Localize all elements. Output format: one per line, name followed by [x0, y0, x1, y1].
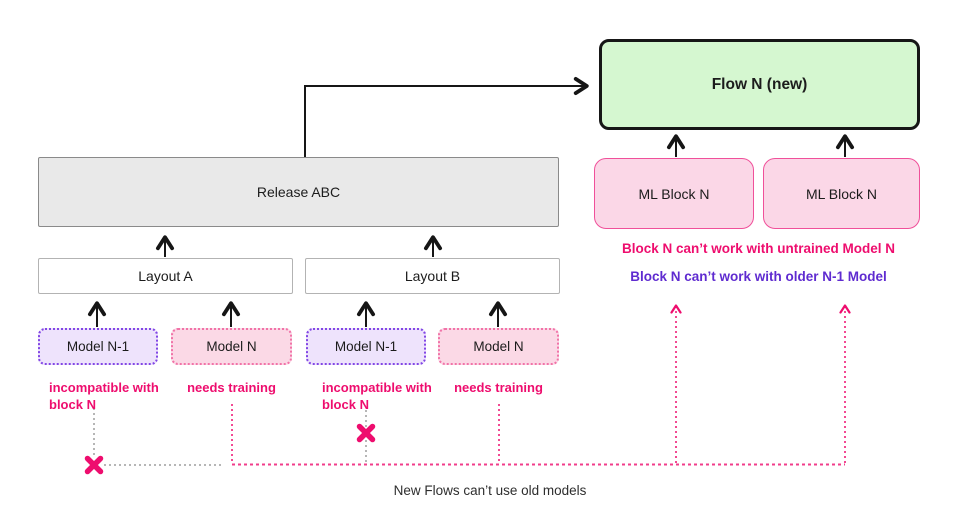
node-flow-n-new: Flow N (new): [599, 39, 920, 130]
node-release-abc: Release ABC: [38, 157, 559, 227]
node-layout-b: Layout B: [305, 258, 560, 294]
node-ml-block-1-label: ML Block N: [638, 185, 710, 202]
node-layout-b-label: Layout B: [404, 268, 461, 284]
node-layout-a-label: Layout A: [138, 268, 193, 284]
node-model-n1-a-label: Model N-1: [66, 339, 130, 354]
note-incompatible-a: incompatible with block N: [49, 380, 159, 412]
note-block-older: Block N can’t work with older N-1 Model: [630, 269, 887, 284]
node-model-n1-b: Model N-1: [306, 328, 426, 365]
note-needs-training-a: needs training: [187, 380, 276, 395]
node-ml-block-1: ML Block N: [594, 158, 754, 229]
node-layout-a: Layout A: [38, 258, 293, 294]
arrow-release-to-flow: [304, 76, 589, 157]
bottom-caption: New Flows can’t use old models: [393, 483, 587, 498]
node-model-n1-a: Model N-1: [38, 328, 158, 365]
x-mark-model-n1-b: [356, 423, 376, 443]
node-model-n-b: Model N: [438, 328, 559, 365]
node-flow-n-new-label: Flow N (new): [711, 75, 808, 93]
node-model-n-a-label: Model N: [206, 339, 257, 354]
note-block-untrained: Block N can’t work with untrained Model …: [621, 241, 896, 256]
node-ml-block-2-label: ML Block N: [805, 185, 878, 202]
note-incompatible-b: incompatible with block N: [322, 380, 432, 412]
node-ml-block-2: ML Block N: [763, 158, 920, 229]
node-model-n1-b-label: Model N-1: [334, 339, 398, 354]
node-model-n-a: Model N: [171, 328, 292, 365]
x-mark-model-n1-a: [84, 455, 104, 475]
node-model-n-b-label: Model N: [473, 339, 524, 354]
note-needs-training-b: needs training: [454, 380, 543, 395]
node-release-abc-label: Release ABC: [256, 184, 341, 200]
